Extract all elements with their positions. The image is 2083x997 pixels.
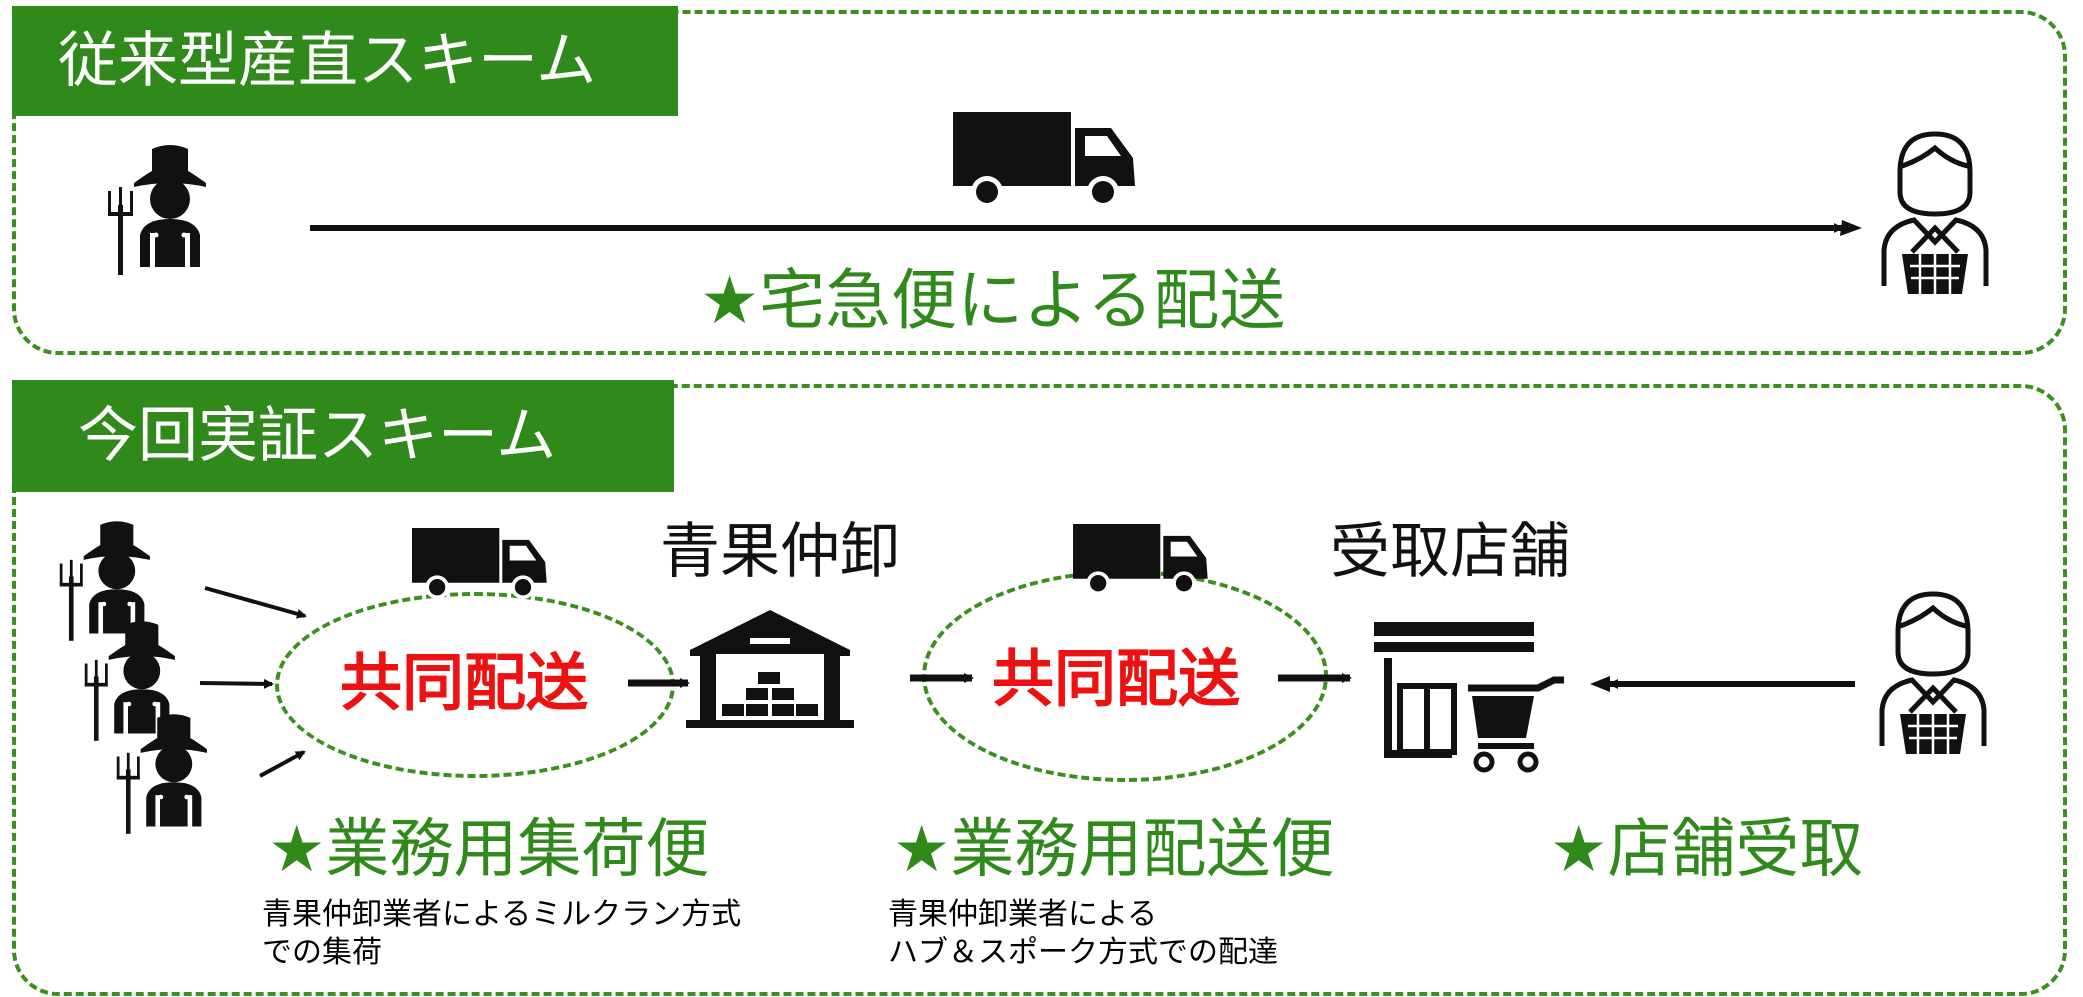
parcel-delivery-label: ★宅急便による配送 [700, 262, 1286, 339]
collection-note-line-1: 青果仲卸業者によるミルクラン方式 [262, 897, 742, 932]
warehouse-icon [686, 610, 854, 728]
truck-icon [412, 528, 547, 600]
business-delivery-label: ★業務用配送便 [893, 813, 1335, 887]
wholesaler-label: 青果仲卸 [660, 517, 900, 587]
store-with-cart-icon [1374, 622, 1564, 770]
joint-delivery-label-2: 共同配送 [992, 642, 1241, 715]
collection-arrow-3 [259, 750, 306, 778]
pickup-store-label: 受取店舗 [1330, 517, 1570, 587]
demonstration-scheme-panel [12, 384, 2067, 996]
collection-arrow-2 [199, 678, 274, 689]
conventional-scheme-title: 従来型産直スキーム [12, 6, 678, 116]
demonstration-scheme-title: 今回実証スキーム [12, 380, 674, 492]
collection-arrow-1 [204, 586, 307, 619]
business-collection-label: ★業務用集荷便 [268, 813, 710, 887]
collection-note-line-2: での集荷 [262, 935, 382, 970]
conventional-scheme-panel [12, 10, 2067, 355]
store-pickup-label: ★店舗受取 [1550, 813, 1864, 887]
delivery-note-line-2: ハブ＆スポーク方式での配達 [888, 935, 1278, 970]
delivery-note-line-1: 青果仲卸業者による [888, 897, 1158, 932]
truck-icon [1073, 524, 1208, 596]
joint-delivery-label-1: 共同配送 [340, 646, 589, 719]
customer-with-basket-icon [1882, 594, 1984, 754]
